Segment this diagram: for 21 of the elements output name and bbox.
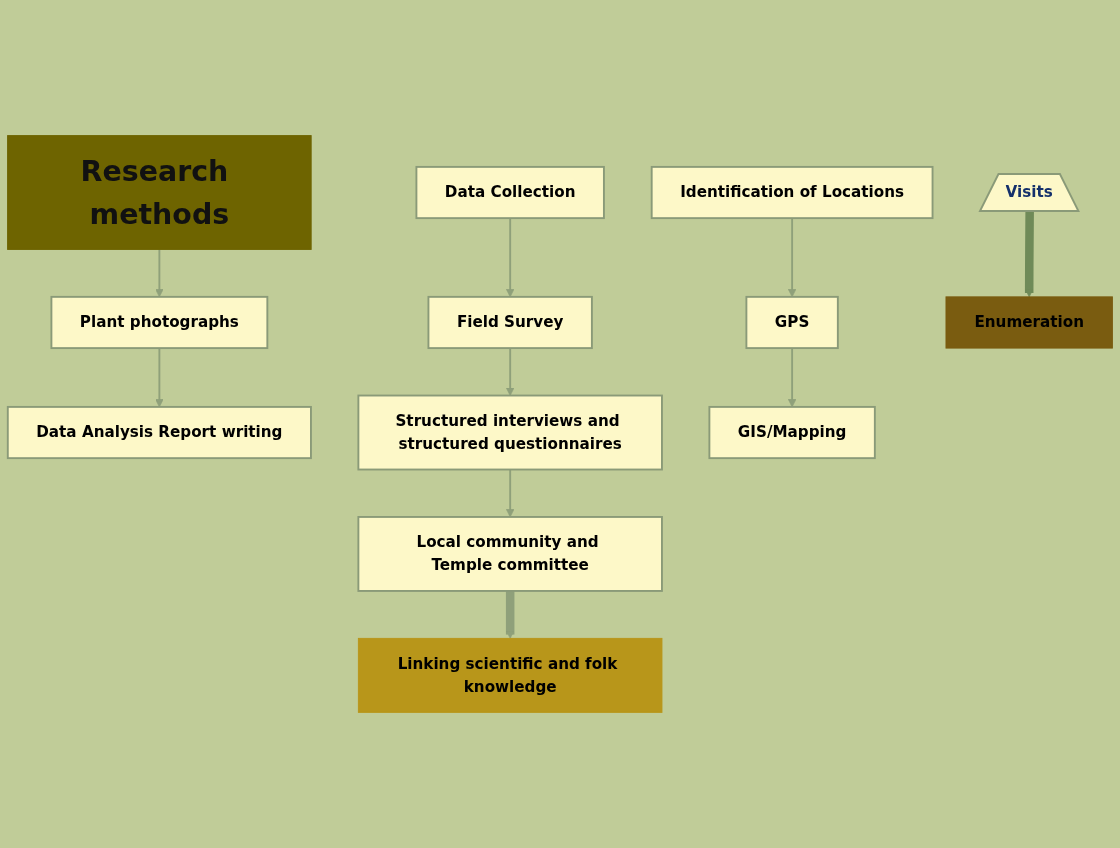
node-box: Enumeration (945, 296, 1113, 349)
node-box: Linking scientific and folk knowledge (357, 637, 663, 713)
arrow (505, 590, 515, 639)
arrow (787, 347, 797, 408)
arrow (1024, 211, 1034, 298)
arrow (155, 347, 164, 408)
arrow (787, 217, 797, 298)
node-box: Field Survey (427, 295, 593, 350)
node-box: Data Collection (415, 165, 605, 220)
node-box: GPS (745, 295, 839, 350)
node-box: Plant photographs (50, 295, 269, 350)
node-box: Research methods (7, 135, 312, 250)
node-box: Data Analysis Report writing (6, 405, 312, 460)
arrow (506, 347, 515, 396)
node-box: Local community and Temple committee (357, 516, 663, 592)
arrow (155, 248, 164, 298)
node-box: GIS/Mapping (708, 405, 876, 460)
arrow (506, 217, 515, 298)
node-box: Identification of Locations (650, 165, 934, 220)
node-box: Structured interviews and structured questionnaires (357, 394, 663, 471)
arrow (506, 468, 515, 518)
